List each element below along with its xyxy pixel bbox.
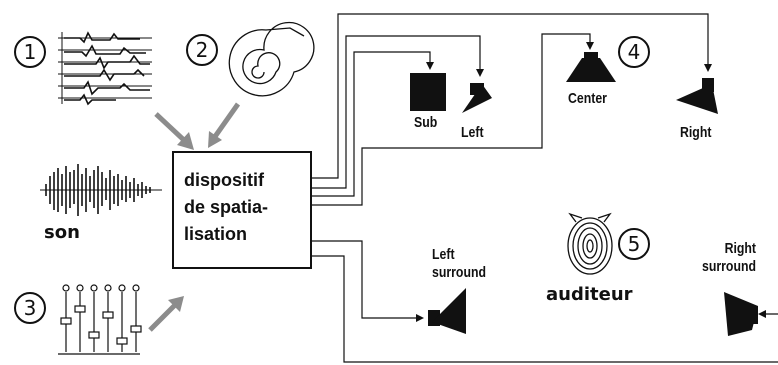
spatialization-device-box: dispositif de spatia- lisation [172,151,312,269]
device-label-line-1: dispositif [184,170,264,190]
right-surround-label: Right surround [702,240,756,276]
center-label: Center [568,90,607,107]
marker-2: 2 [186,34,218,66]
right-surround-speaker-icon [724,292,758,336]
sound-label: son [44,222,80,243]
left-surround-label-line-2: surround [432,264,486,281]
spiral-icon [228,21,315,97]
right-speaker-icon [676,78,718,114]
device-label-line-3: lisation [184,224,248,244]
marker-5: 5 [618,228,650,260]
sound-waveform-icon [40,164,162,216]
mixer-faders-icon [58,284,142,355]
device-label-line-2: de spatia- [184,197,269,217]
right-label: Right [680,124,712,141]
listener-label: auditeur [546,284,633,305]
routing-lines [312,13,778,363]
right-surround-label-line-1: Right [724,240,756,257]
left-surround-label: Left surround [432,246,486,282]
sub-label: Sub [414,114,438,131]
listener-head-icon [567,212,613,275]
input-arrows [148,102,241,332]
center-speaker-icon [566,52,616,82]
left-surround-label-line-1: Left [432,246,455,263]
right-surround-label-line-2: surround [702,258,756,275]
marker-4: 4 [618,36,650,68]
marker-1: 1 [14,36,46,68]
marker-3: 3 [14,292,46,324]
hrtf-waveforms-icon [58,31,152,106]
left-label: Left [461,124,484,141]
left-speaker-icon [462,83,492,113]
left-surround-speaker-icon [428,288,466,334]
subwoofer-icon [410,73,446,111]
